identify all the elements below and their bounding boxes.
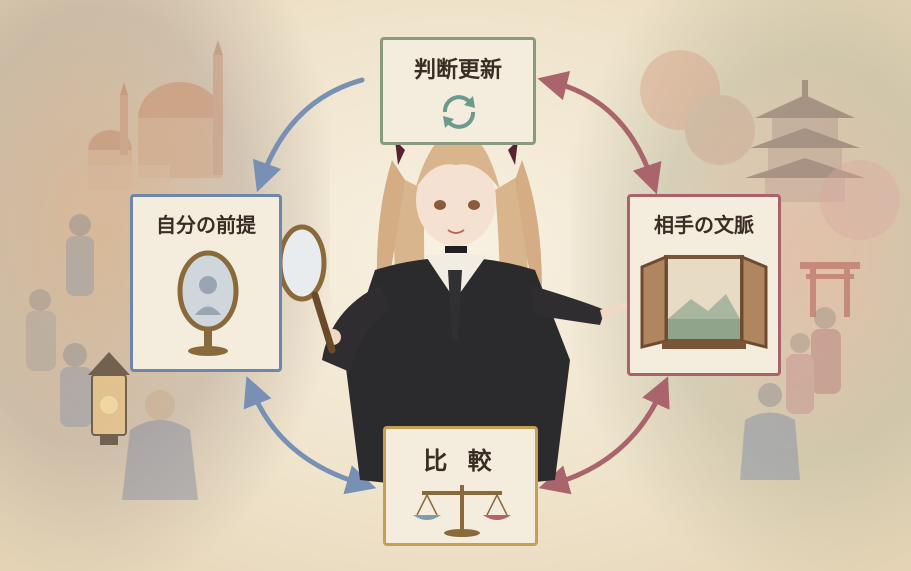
step-label-compare: 比 較	[423, 446, 498, 475]
hand-mirror-icon	[177, 250, 239, 356]
mosque-illustration	[60, 40, 223, 225]
left-people-illustration	[26, 214, 198, 500]
arrow-premise-compare	[243, 376, 377, 495]
step-card-update: 判断更新	[380, 37, 536, 145]
torii-gate-illustration	[800, 262, 860, 317]
cycle-arrows	[243, 71, 670, 495]
right-people-illustration	[740, 307, 841, 480]
step-label-update: 判断更新	[413, 57, 502, 83]
arrow-update-to-premise	[252, 77, 365, 193]
step-card-premise: 自分の前提	[130, 194, 282, 372]
lantern-illustration	[88, 352, 130, 445]
step-card-context: 相手の文脈	[627, 194, 781, 376]
step-label-premise: 自分の前提	[156, 213, 256, 237]
right-trees-illustration	[640, 50, 900, 240]
refresh-cycle-icon	[443, 95, 475, 129]
open-window-icon	[640, 254, 768, 349]
arrow-update-context	[537, 71, 662, 195]
step-label-context: 相手の文脈	[654, 213, 754, 237]
arrow-context-compare	[538, 376, 670, 495]
balance-scale-icon	[413, 485, 511, 537]
step-card-compare: 比 較	[383, 426, 538, 546]
